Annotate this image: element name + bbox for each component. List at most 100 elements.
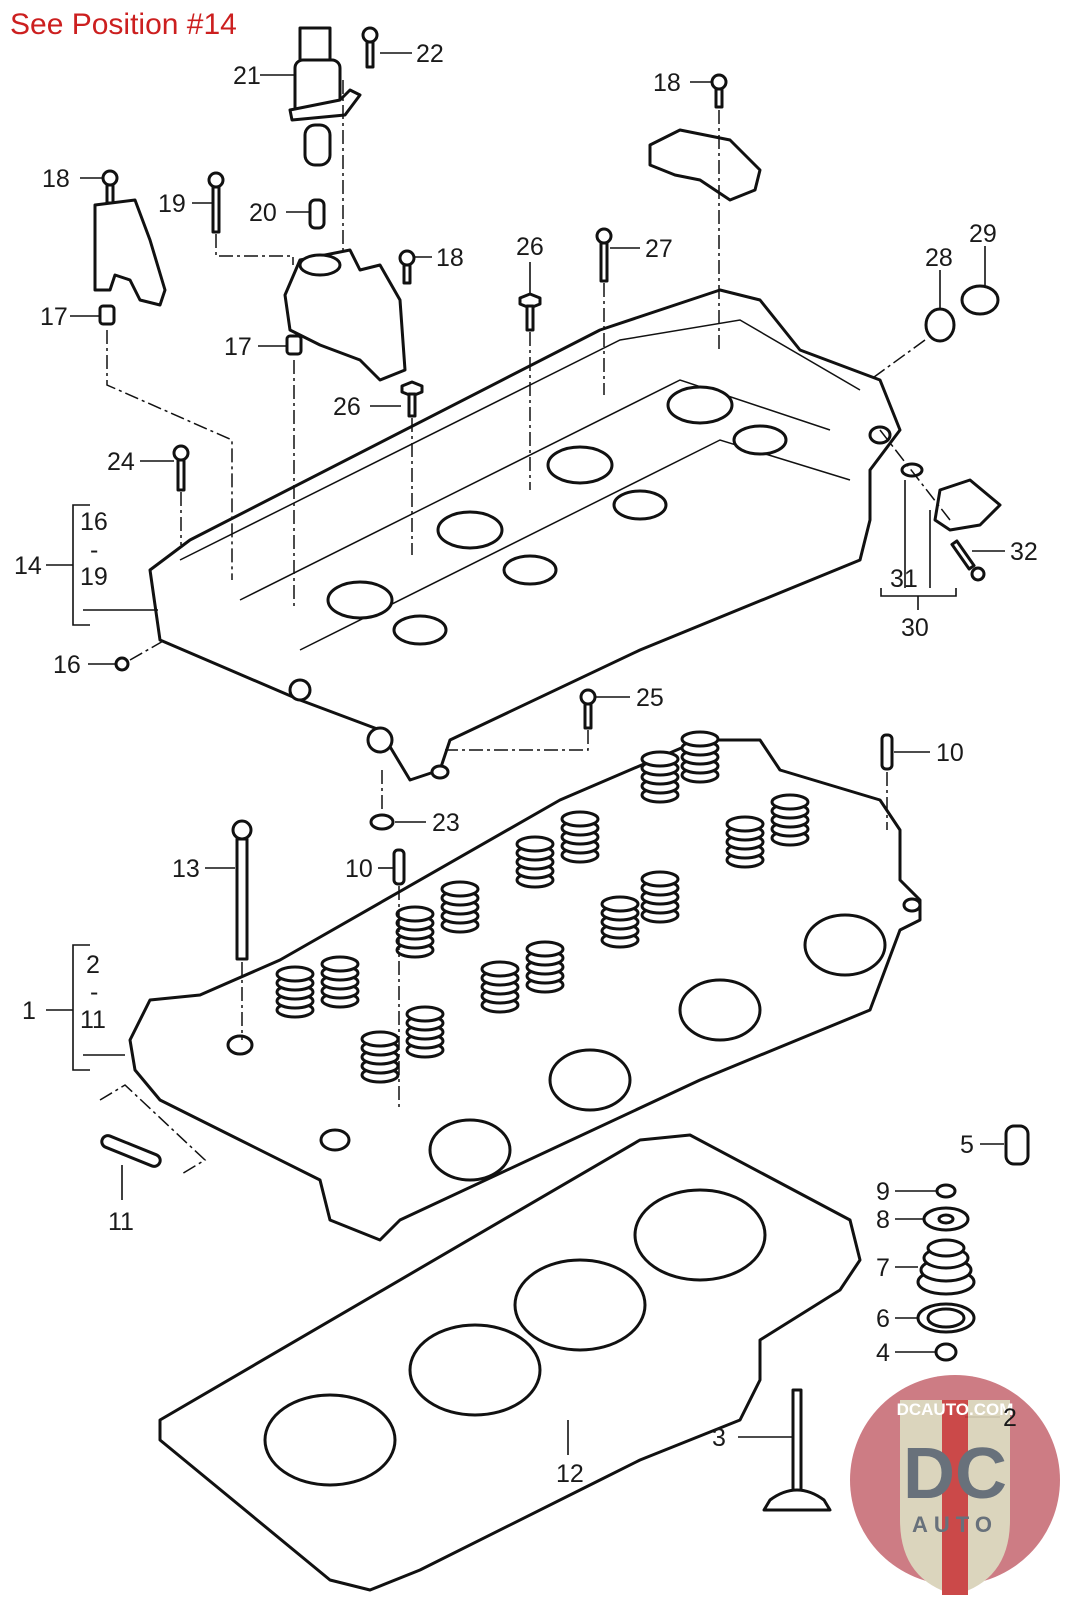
callout-28: 28 xyxy=(925,244,953,272)
callout-3: 3 xyxy=(712,1424,726,1452)
valve-springs xyxy=(275,730,810,1084)
part-13-head-bolt[interactable] xyxy=(231,819,253,961)
callout-1-range-to: 11 xyxy=(80,1006,106,1034)
watermark-stripe xyxy=(942,1400,968,1595)
part-28-seal[interactable] xyxy=(924,307,956,343)
camshaft-housing[interactable] xyxy=(148,288,902,782)
part-16-plug[interactable] xyxy=(114,656,130,672)
callout-10-left: 10 xyxy=(345,855,373,883)
valve-spring xyxy=(515,835,555,889)
callout-14-range-sep: - xyxy=(90,536,98,564)
callout-14-range-from: 16 xyxy=(80,508,108,536)
part-29-plug[interactable] xyxy=(960,284,1000,316)
callout-4: 4 xyxy=(876,1339,890,1367)
callout-8: 8 xyxy=(876,1206,890,1234)
callout-10-right: 10 xyxy=(936,739,964,767)
part-18-bolt-mid[interactable] xyxy=(398,249,416,285)
part-3-valve[interactable] xyxy=(762,1388,832,1512)
part-26-bolt-top[interactable] xyxy=(518,292,542,332)
callout-1-range-sep: - xyxy=(90,978,98,1006)
callout-21: 21 xyxy=(233,62,261,90)
part-17-dowel-mid[interactable] xyxy=(285,334,303,356)
bearing-cap-left[interactable] xyxy=(93,198,167,307)
see-position-note: See Position #14 xyxy=(10,8,237,41)
callout-27: 27 xyxy=(645,235,673,263)
callout-19: 19 xyxy=(158,190,186,218)
callout-9: 9 xyxy=(876,1178,890,1206)
part-32-bolt[interactable] xyxy=(950,539,986,582)
callout-14: 14 xyxy=(14,552,42,580)
part-18-bolt-right[interactable] xyxy=(710,73,728,109)
part-11-stud[interactable] xyxy=(100,1134,162,1168)
callout-6: 6 xyxy=(876,1305,890,1333)
watermark-word: AUTO xyxy=(912,1512,998,1537)
callout-labels: 21 22 18 19 20 18 18 17 17 26 27 26 24 2… xyxy=(14,40,1038,1488)
part-27-bolt[interactable] xyxy=(595,227,613,283)
callout-5: 5 xyxy=(960,1131,974,1159)
callout-26-mid: 26 xyxy=(333,393,361,421)
valve-spring xyxy=(600,895,640,949)
part-7-spring[interactable] xyxy=(916,1238,976,1296)
part-21-solenoid[interactable] xyxy=(288,26,362,167)
valve-spring xyxy=(405,1005,445,1059)
callout-23: 23 xyxy=(432,809,460,837)
valve-spring xyxy=(320,955,360,1009)
valve-spring xyxy=(640,870,680,924)
valve-spring xyxy=(395,905,435,959)
part-4-seal[interactable] xyxy=(934,1342,958,1362)
part-22-bolt[interactable] xyxy=(361,26,379,69)
part-20-valve[interactable] xyxy=(308,198,326,230)
part-10-dowel-right[interactable] xyxy=(880,733,894,771)
part-6-washer[interactable] xyxy=(916,1302,976,1334)
part-19-bolt[interactable] xyxy=(207,171,225,234)
callout-22: 22 xyxy=(416,40,444,68)
callout-25: 25 xyxy=(636,684,664,712)
cylinder-head[interactable] xyxy=(128,738,922,1242)
part-24-bolt[interactable] xyxy=(172,444,190,492)
valve-spring xyxy=(680,730,720,784)
valve-spring xyxy=(480,960,520,1014)
callout-31: 31 xyxy=(890,565,918,593)
valve-spring xyxy=(560,810,600,864)
dcauto-watermark: DCAUTO.COM DC AUTO xyxy=(850,1375,1060,1595)
callout-1-range-from: 2 xyxy=(86,951,100,979)
part-26-bolt-mid[interactable] xyxy=(400,380,424,418)
callout-2: 2 xyxy=(1003,1404,1017,1432)
watermark-monogram: DC xyxy=(903,1434,1007,1514)
bearing-cap-right[interactable] xyxy=(648,128,762,202)
part-8-retainer[interactable] xyxy=(922,1206,970,1232)
valve-spring xyxy=(525,940,565,994)
callout-18-right: 18 xyxy=(653,69,681,97)
part-30-sensor[interactable] xyxy=(900,462,1002,532)
bearing-cap-solenoid[interactable] xyxy=(283,248,407,382)
part-18-bolt-left[interactable] xyxy=(101,169,119,205)
part-9-keeper[interactable] xyxy=(935,1183,957,1199)
valve-spring xyxy=(360,1030,400,1084)
callout-17-mid: 17 xyxy=(224,333,252,361)
part-23-oring[interactable] xyxy=(369,813,395,831)
callout-30: 30 xyxy=(901,614,929,642)
assembly-lines xyxy=(99,80,951,1176)
leader-lines xyxy=(46,52,1005,1455)
valve-spring xyxy=(725,815,765,869)
head-gasket[interactable] xyxy=(158,1133,862,1592)
part-10-dowel-left[interactable] xyxy=(392,848,406,886)
part-25-bolt[interactable] xyxy=(579,688,597,730)
callout-26-top: 26 xyxy=(516,233,544,261)
callout-7: 7 xyxy=(876,1254,890,1282)
callout-14-range-to: 19 xyxy=(80,563,108,591)
callout-20: 20 xyxy=(249,199,277,227)
callout-1: 1 xyxy=(22,997,36,1025)
callout-17-left: 17 xyxy=(40,303,68,331)
callout-12: 12 xyxy=(556,1460,584,1488)
valve-spring xyxy=(440,880,480,934)
part-17-dowel-left[interactable] xyxy=(98,304,116,326)
callout-29: 29 xyxy=(969,220,997,248)
callout-16: 16 xyxy=(53,651,81,679)
callout-13: 13 xyxy=(172,855,200,883)
valve-spring xyxy=(640,750,680,804)
watermark-site: DCAUTO.COM xyxy=(897,1400,1014,1419)
callout-18-mid: 18 xyxy=(436,244,464,272)
part-5-tappet[interactable] xyxy=(1004,1124,1030,1166)
